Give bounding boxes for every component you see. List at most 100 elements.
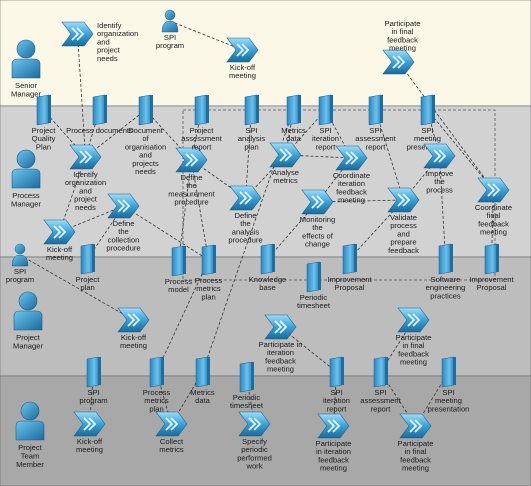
node-label-line: iteration [267,348,294,357]
node-label-line: and [397,229,410,238]
node-label-line: metrics [196,284,221,293]
document-icon [306,261,322,293]
node-label-line: metrics [144,396,169,405]
node-label-line: meeting [414,134,441,143]
connector-validate-impr_prop [348,199,404,260]
node-label-line: Periodic [233,393,261,402]
node-label-line: analysis [232,227,260,236]
node-label-line: SPI [421,126,433,135]
lane-label-line: Manager [13,341,43,350]
document-icon [80,243,96,275]
node-label-line: report [366,142,387,151]
document-icon [201,244,217,276]
node-label-line: Identify [73,170,98,179]
node-label-line: performed [237,453,272,462]
node-label-line: meeting [120,341,147,350]
lane-process [0,105,531,258]
connector-improve-sep [439,155,448,260]
node-label-line: collection [108,235,140,244]
node-label-line: measurement [168,189,215,198]
node-label-line: needs [135,167,156,176]
connector-final_fb_top-coord_final [398,61,494,191]
lane-senior [0,0,531,107]
node-label-line: feedback [398,349,429,358]
document-icon [368,94,384,126]
node-label-line: Knowledge [249,275,287,284]
node-label-line: process [426,185,453,194]
node-label-line: Metrics [281,126,306,135]
node-label-line: program [6,275,34,284]
node-label-line: SPI [319,126,331,135]
node-label-line: meeting [435,396,462,405]
document-icon [260,243,276,275]
connector-spi_prog_top-kickoff_top [169,20,244,51]
document-icon [373,356,389,388]
node-label-line: SPI [245,126,257,135]
node-label-line: meeting [267,365,294,374]
node-label-line: plan [80,283,94,292]
node-label-line: Process [165,277,193,286]
node-label-line: Define [235,211,257,220]
connector-define_coll-pmp [123,205,210,261]
node-label-line: Metrics [190,388,215,397]
document-icon [438,243,454,275]
node-label-line: program [79,396,107,405]
node-label-line: plan [149,404,163,413]
node-label-line: SPI [14,267,26,276]
node-label-line: Project [190,126,215,135]
node-label-line: Validate [390,213,417,222]
document-procdocs[interactable]: Process documents [66,94,133,135]
node-label-line: project [97,46,121,55]
node-label-line: Analyse [272,168,299,177]
node-label-line: the [186,181,197,190]
